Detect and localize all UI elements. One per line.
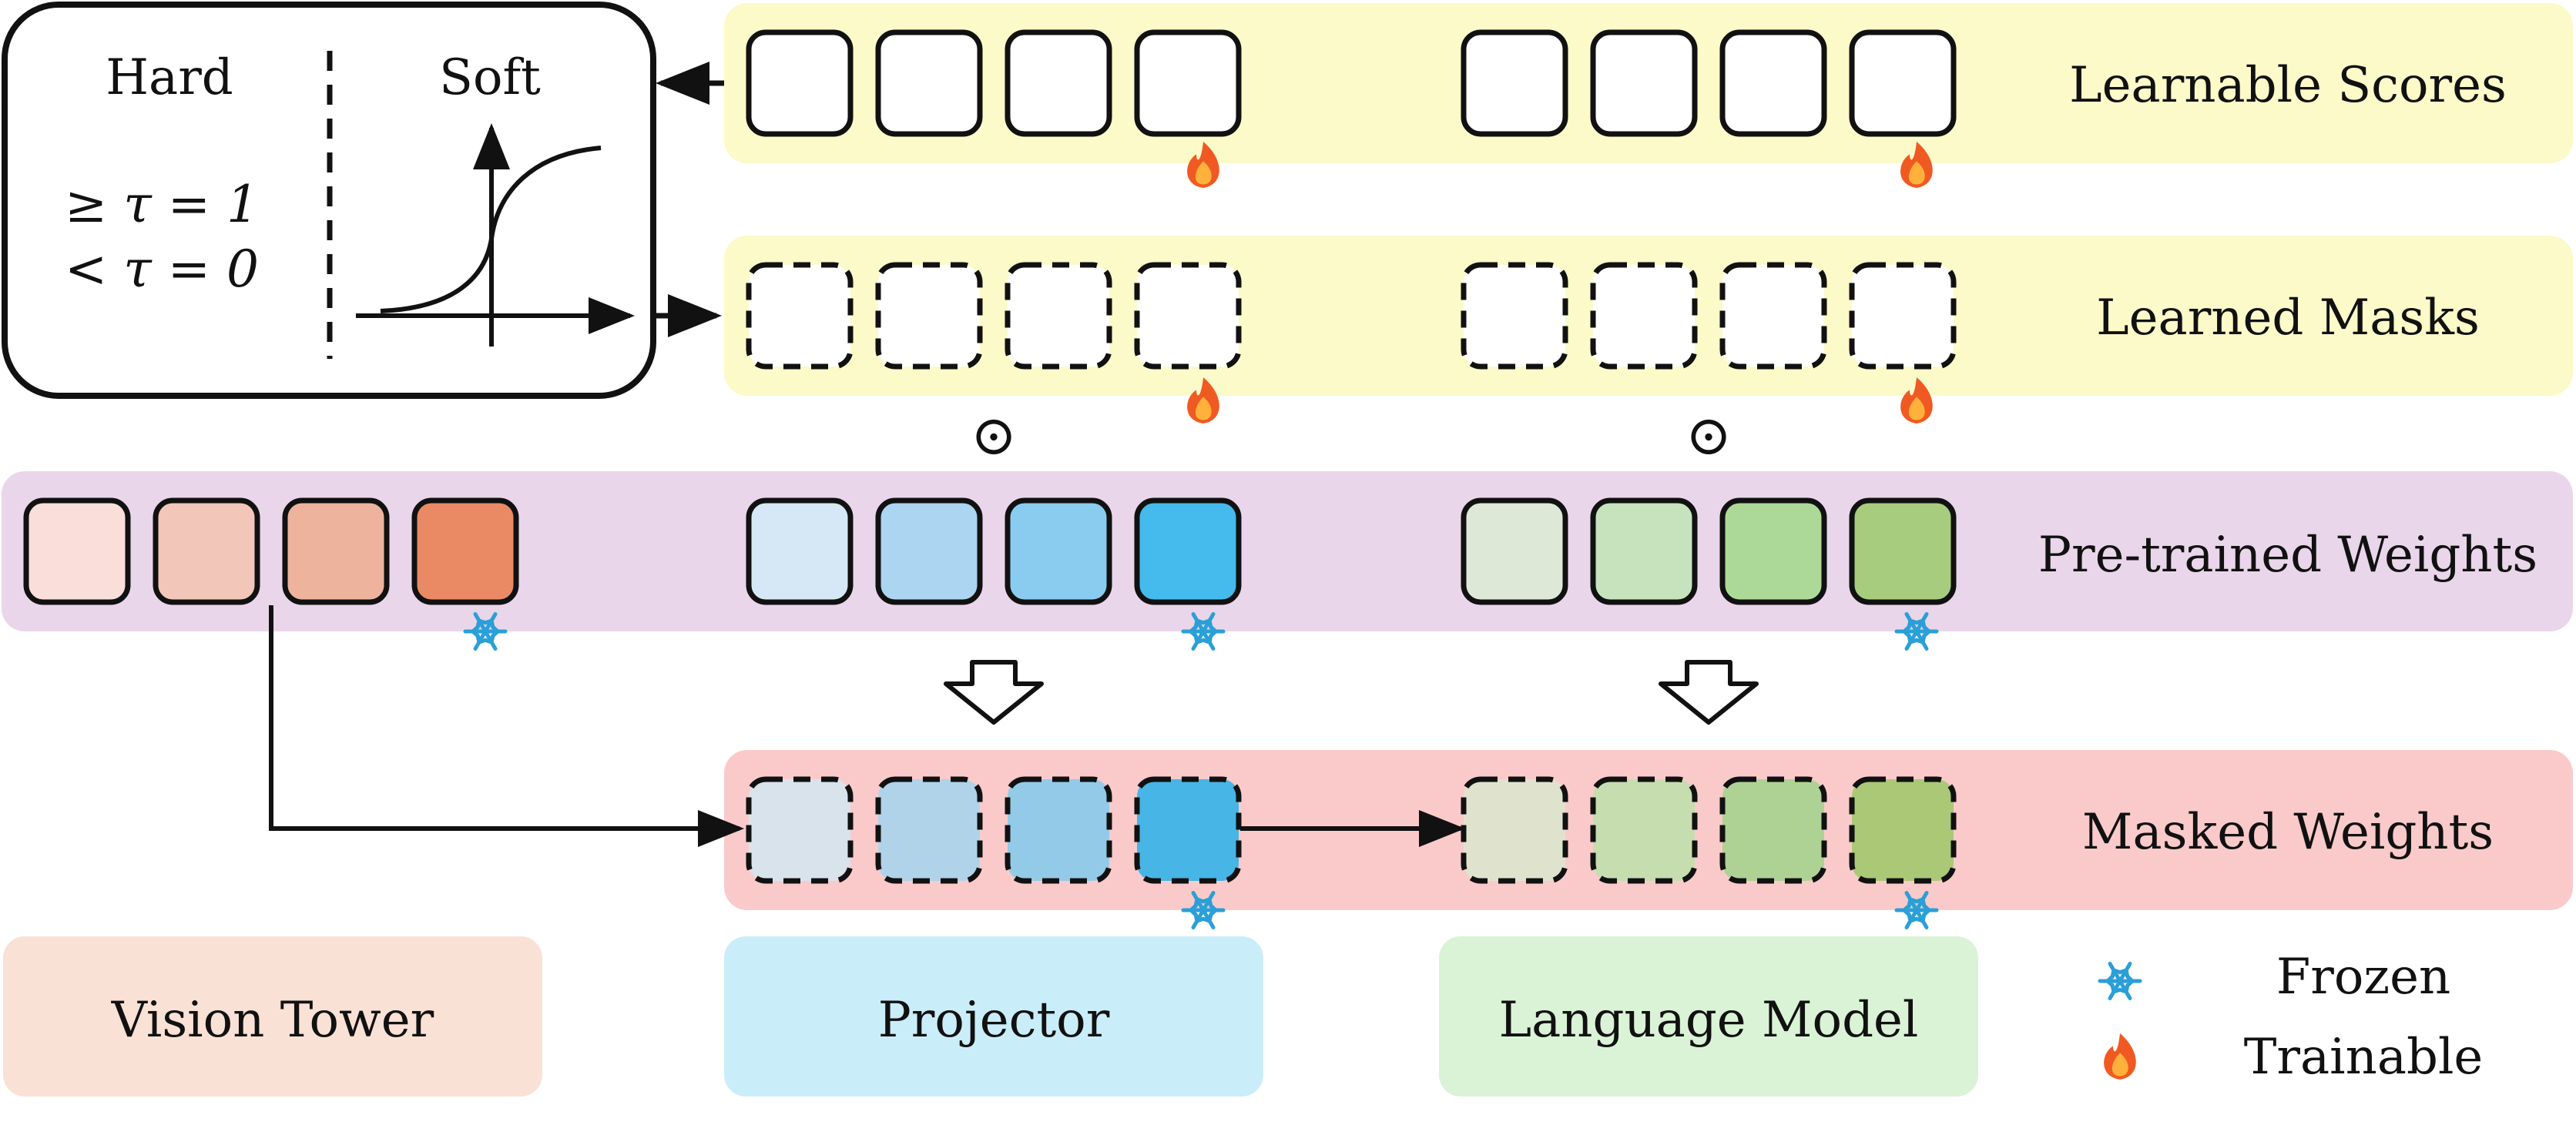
- masked-cell-language-2: [1590, 776, 1698, 884]
- pretrained-cell-vision-2: [153, 497, 260, 605]
- mask-cell-projector-3: [1005, 262, 1112, 370]
- mask-cell-language-4: [1849, 262, 1957, 370]
- pretrained-cell-vision-3: [282, 497, 390, 605]
- learnable-scores-label: Learnable Scores: [2069, 57, 2507, 114]
- snowflake-icon: [1181, 611, 1226, 651]
- mask-cell-language-1: [1461, 262, 1568, 370]
- mask-cell-language-2: [1590, 262, 1698, 370]
- rule-greater-equal: ≥ τ = 1: [65, 175, 259, 234]
- flame-icon: [1187, 377, 1219, 424]
- status-icons: [463, 142, 2142, 1080]
- masked-cell-language-3: [1719, 776, 1827, 884]
- score-cell-language-3: [1719, 29, 1827, 137]
- projector-label: Projector: [878, 992, 1110, 1049]
- pretrained-cell-language-3: [1719, 497, 1827, 605]
- score-cell-projector-1: [746, 29, 854, 137]
- score-cell-projector-4: [1134, 29, 1242, 137]
- row-labels: Learnable Scores Learned Masks Pre-train…: [2038, 57, 2537, 861]
- pretrained-weights-label: Pre-trained Weights: [2038, 527, 2537, 584]
- snowflake-icon: [463, 611, 508, 651]
- masked-cell-projector-4: [1134, 776, 1242, 884]
- soft-title: Soft: [439, 49, 541, 106]
- flame-icon: [1900, 377, 1933, 424]
- snowflake-icon: [2098, 961, 2142, 1001]
- pretrained-cell-language-1: [1461, 497, 1568, 605]
- mask-cell-projector-4: [1134, 262, 1242, 370]
- masked-cell-projector-3: [1005, 776, 1112, 884]
- connectors: [269, 62, 1465, 847]
- frozen-label: Frozen: [2276, 949, 2450, 1006]
- flame-icon: [1900, 142, 1933, 188]
- learned-masks-label: Learned Masks: [2096, 290, 2480, 347]
- score-cell-projector-3: [1005, 29, 1112, 137]
- threshold-legend: Hard Soft ≥ τ = 1 < τ = 0: [2, 2, 656, 399]
- mask-cell-language-3: [1719, 262, 1827, 370]
- score-cell-language-4: [1849, 29, 1957, 137]
- hadamard-operator-projector: ⊙: [971, 403, 1017, 467]
- projector-box: [724, 936, 1263, 1097]
- language-model-label: Language Model: [1499, 992, 1919, 1049]
- masked-cell-projector-1: [746, 776, 854, 884]
- pretrained-cell-projector-2: [875, 497, 983, 605]
- mask-cell-projector-2: [875, 262, 983, 370]
- score-cell-language-1: [1461, 29, 1568, 137]
- snowflake-icon: [1894, 890, 1939, 930]
- weight-cells: [23, 29, 1957, 884]
- masked-cell-language-4: [1849, 776, 1957, 884]
- sigmoid-curve: [380, 146, 602, 313]
- snowflake-icon: [1894, 611, 1939, 651]
- score-cell-language-2: [1590, 29, 1698, 137]
- pretrained-cell-projector-3: [1005, 497, 1112, 605]
- pretrained-cell-language-2: [1590, 497, 1698, 605]
- pretrained-cell-projector-1: [746, 497, 854, 605]
- pretrained-cell-vision-4: [411, 497, 519, 605]
- hollow-down-arrow-icon: [1659, 660, 1759, 725]
- hard-title: Hard: [106, 49, 233, 106]
- masked-cell-projector-2: [875, 776, 983, 884]
- masked-cell-language-1: [1461, 776, 1568, 884]
- vision-tower-label: Vision Tower: [111, 992, 434, 1049]
- pretrained-cell-projector-4: [1134, 497, 1242, 605]
- hadamard-operator-language: ⊙: [1685, 403, 1732, 467]
- snowflake-icon: [1181, 890, 1226, 930]
- rule-less-than: < τ = 0: [65, 239, 259, 299]
- arrow-vision-to-projector: [269, 605, 744, 847]
- pretrained-cell-vision-1: [23, 497, 131, 605]
- masked-weights-label: Masked Weights: [2082, 804, 2494, 861]
- trainable-label: Trainable: [2244, 1029, 2484, 1086]
- mask-cell-projector-1: [746, 262, 854, 370]
- hollow-down-arrow-icon: [944, 660, 1044, 725]
- key: Frozen Trainable: [2244, 949, 2484, 1086]
- score-cell-projector-2: [875, 29, 983, 137]
- flame-icon: [2104, 1033, 2136, 1080]
- flame-icon: [1187, 142, 1219, 188]
- language-model-box: [1439, 936, 1978, 1097]
- vision-tower-box: [3, 936, 542, 1097]
- component-boxes: Vision Tower Projector Language Model: [3, 936, 1978, 1097]
- pretrained-cell-language-4: [1849, 497, 1957, 605]
